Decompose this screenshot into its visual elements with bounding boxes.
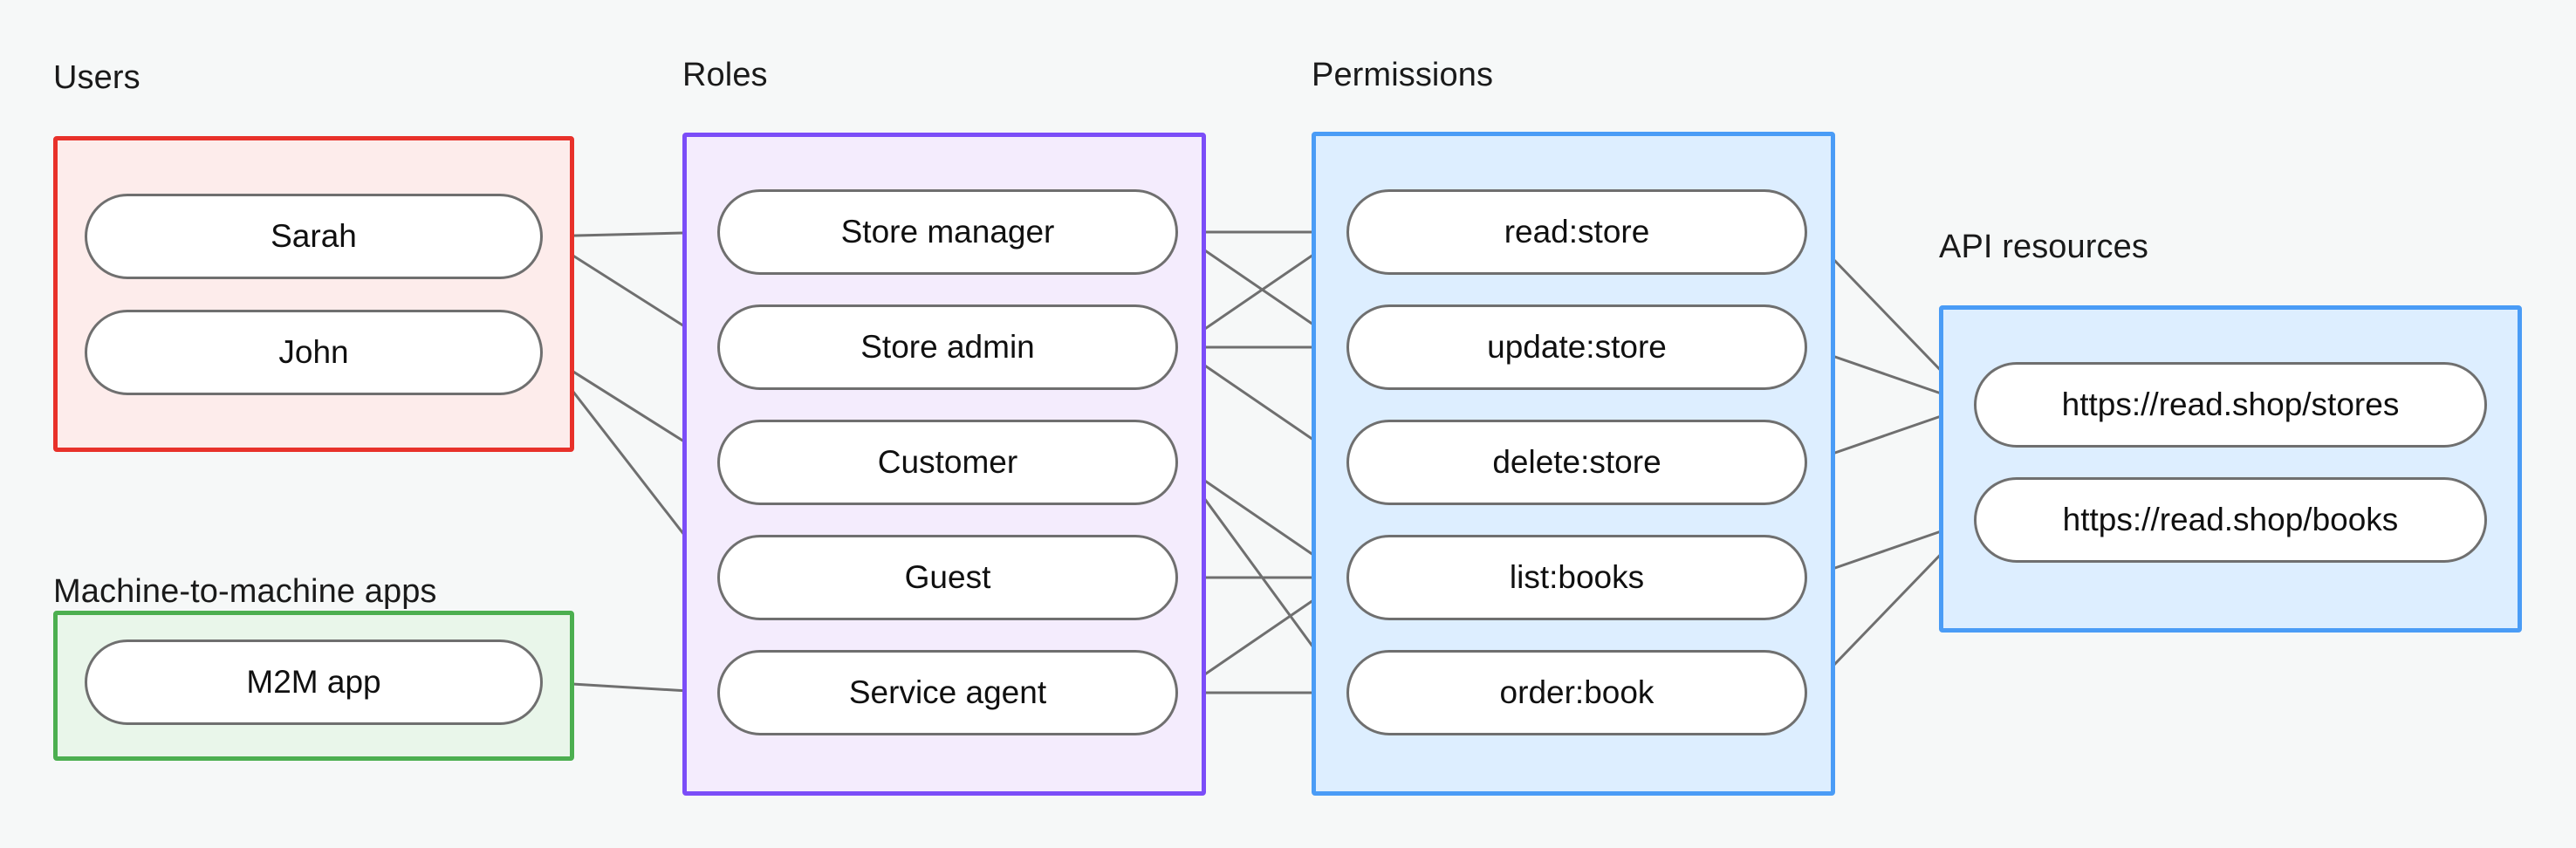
- group-box-users: [53, 136, 574, 452]
- node-m2mapp[interactable]: M2M app: [85, 639, 543, 725]
- group-box-api: [1939, 305, 2522, 633]
- group-title-api: API resources: [1939, 229, 2148, 265]
- node-res_books[interactable]: https://read.shop/books: [1974, 477, 2487, 563]
- node-label-guest: Guest: [904, 559, 991, 595]
- node-res_stores[interactable]: https://read.shop/stores: [1974, 362, 2487, 448]
- node-label-read_store: read:store: [1504, 214, 1650, 250]
- node-john[interactable]: John: [85, 310, 543, 395]
- group-title-permissions: Permissions: [1312, 57, 1494, 93]
- node-list_books[interactable]: list:books: [1346, 535, 1807, 620]
- node-label-res_stores: https://read.shop/stores: [2061, 386, 2400, 422]
- group-title-roles: Roles: [682, 57, 768, 93]
- group-title-users: Users: [53, 59, 140, 96]
- node-label-res_books: https://read.shop/books: [2062, 502, 2399, 537]
- node-label-update_store: update:store: [1487, 329, 1667, 365]
- node-label-customer: Customer: [877, 444, 1018, 480]
- group-title-m2m: Machine-to-machine apps: [53, 573, 437, 610]
- node-label-store_admin: Store admin: [860, 329, 1035, 365]
- node-store_manager[interactable]: Store manager: [717, 189, 1178, 275]
- node-label-store_manager: Store manager: [840, 214, 1055, 250]
- node-label-sarah: Sarah: [271, 218, 357, 254]
- node-label-m2mapp: M2M app: [246, 664, 381, 700]
- node-sarah[interactable]: Sarah: [85, 194, 543, 279]
- node-label-service_agent: Service agent: [848, 674, 1047, 710]
- node-guest[interactable]: Guest: [717, 535, 1178, 620]
- node-label-order_book: order:book: [1499, 674, 1655, 710]
- node-update_store[interactable]: update:store: [1346, 304, 1807, 390]
- node-service_agent[interactable]: Service agent: [717, 650, 1178, 735]
- node-label-delete_store: delete:store: [1492, 444, 1661, 480]
- node-order_book[interactable]: order:book: [1346, 650, 1807, 735]
- node-store_admin[interactable]: Store admin: [717, 304, 1178, 390]
- node-customer[interactable]: Customer: [717, 420, 1178, 505]
- node-read_store[interactable]: read:store: [1346, 189, 1807, 275]
- node-delete_store[interactable]: delete:store: [1346, 420, 1807, 505]
- node-label-list_books: list:books: [1509, 559, 1645, 595]
- node-label-john: John: [278, 334, 349, 370]
